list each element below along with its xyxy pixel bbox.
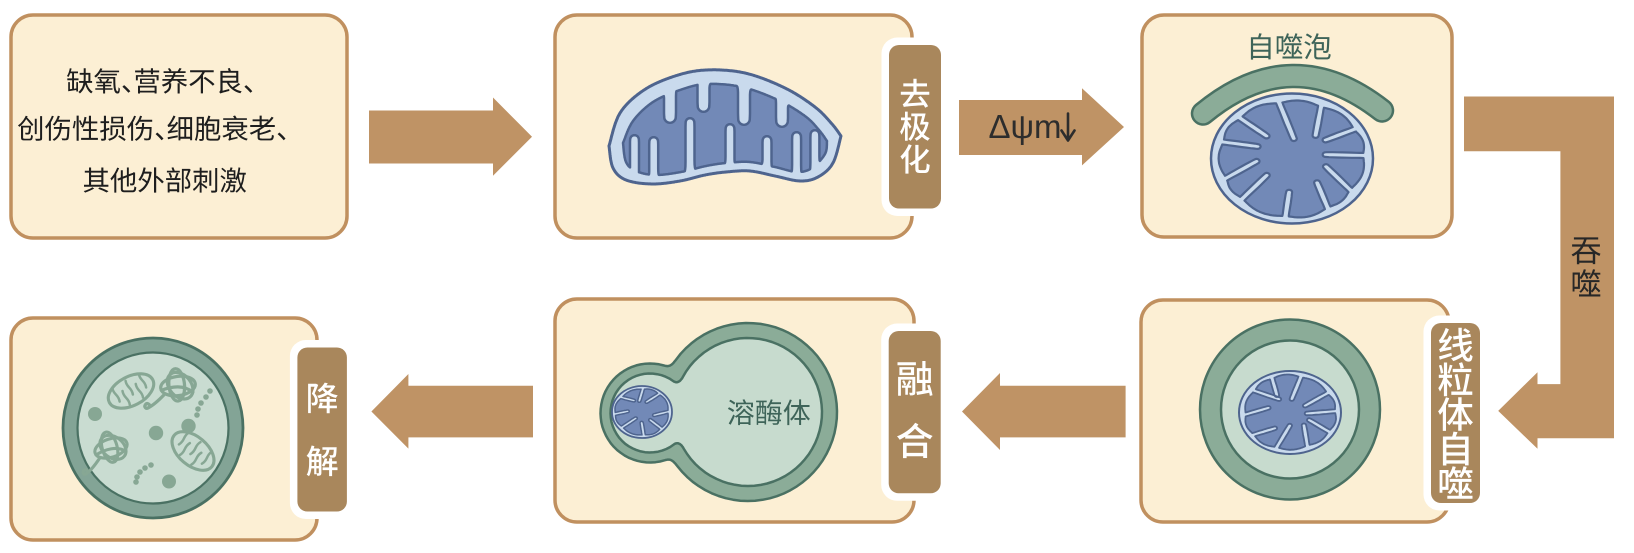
svg-text:Δψm: Δψm <box>988 108 1061 145</box>
